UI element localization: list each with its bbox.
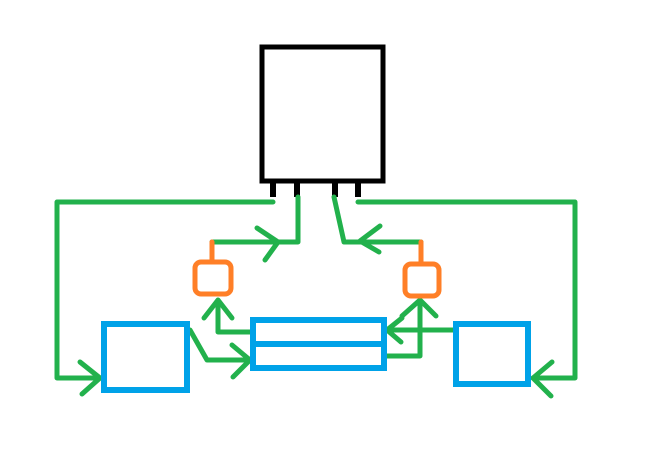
controller-body — [259, 44, 386, 184]
controller-pin-4 — [355, 181, 361, 197]
wire-bar-to-left-sensor — [215, 299, 255, 335]
arrow-head-icon — [254, 225, 281, 263]
right-sensor — [402, 261, 442, 299]
wire-outer-right — [355, 199, 578, 381]
green-wires — [54, 194, 578, 381]
wire-inner-right — [331, 194, 424, 245]
blue-modules — [101, 317, 531, 393]
controller-pin-1 — [270, 181, 276, 197]
wire-outer-left — [54, 199, 276, 381]
arrow-head-icon — [399, 297, 439, 319]
left-module — [101, 321, 190, 393]
controller-pin-2 — [294, 181, 300, 197]
wire-inner-left — [209, 194, 301, 245]
wire-left-module-to-bar — [187, 327, 251, 363]
controller-pin-3 — [332, 181, 338, 197]
right-module — [453, 321, 531, 387]
arrow-head-icon — [77, 359, 103, 397]
arrow-head-icon — [357, 223, 383, 255]
arrow-head-icon — [530, 359, 555, 399]
orange-sensors — [192, 239, 442, 299]
arrow-head-icon — [201, 297, 235, 321]
controller-chip — [259, 44, 386, 197]
left-sensor — [192, 259, 234, 297]
wire-bar-to-right-sensor — [383, 299, 423, 359]
